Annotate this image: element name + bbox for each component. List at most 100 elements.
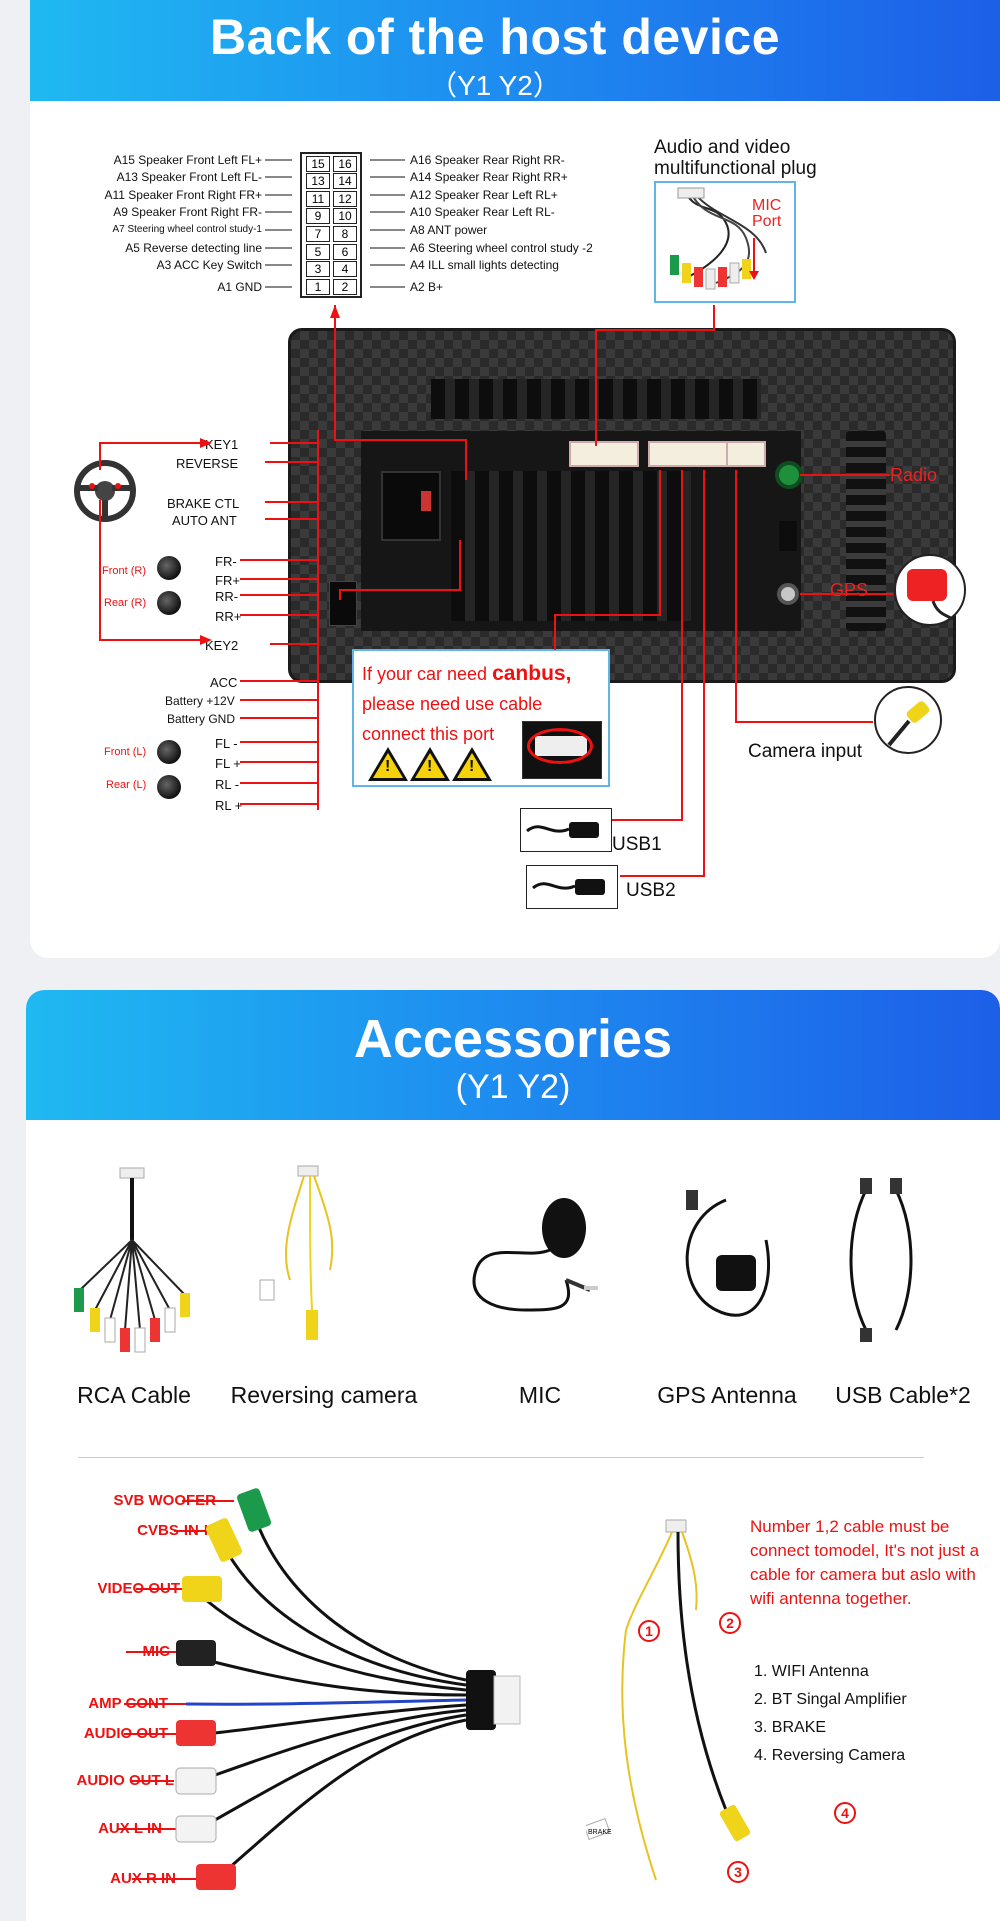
- label-rr-minus: RR-: [215, 589, 239, 604]
- pin-label-a15: A15 Speaker Front Left FL+: [113, 153, 262, 167]
- pin-13: 13: [306, 173, 330, 189]
- circle-number-3: 3: [727, 1861, 749, 1883]
- circle-number-2: 2: [719, 1612, 741, 1634]
- iso-port: [381, 471, 441, 541]
- pin-2: 2: [333, 279, 357, 295]
- usb1-photo: [520, 808, 612, 852]
- gps-antenna-icon: [894, 554, 966, 626]
- pin-label-a1: A1 GND: [217, 280, 262, 294]
- mic-icon: [472, 1198, 598, 1312]
- label-auto-ant: AUTO ANT: [172, 513, 237, 528]
- label-rear-l: Rear (L): [106, 779, 147, 791]
- accessory-rca-cable: RCA Cable: [77, 1382, 191, 1408]
- warning-icon-3: !: [452, 747, 492, 781]
- list-item: 3. BRAKE: [754, 1719, 827, 1736]
- pin-label-a7: A7 Steering wheel control study-1: [112, 224, 262, 235]
- speaker-rear-l-icon: [157, 775, 181, 799]
- pin-label-a6: A6 Steering wheel control study -2: [410, 241, 593, 255]
- pin-label-a12: A12 Speaker Rear Left RL+: [410, 188, 558, 202]
- label-front-r: Front (R): [102, 565, 146, 577]
- pin-10: 10: [333, 208, 357, 224]
- label-rr-plus: RR+: [215, 609, 242, 624]
- accessory-reversing-camera: Reversing camera: [230, 1382, 418, 1408]
- label-fr-minus: FR-: [215, 554, 237, 569]
- circle-number-4: 4: [834, 1802, 856, 1824]
- list-item: 1. WIFI Antenna: [754, 1663, 869, 1680]
- pin-label-a2: A2 B+: [410, 280, 444, 294]
- speaker-rear-r-icon: [157, 591, 181, 615]
- usb-cable-icon: [849, 1178, 913, 1342]
- warning-glyph-3: !: [469, 758, 475, 775]
- pin-9: 9: [306, 208, 330, 224]
- av-plug-title-line1: Audio and video: [654, 137, 791, 158]
- warning-glyph-1: !: [385, 758, 391, 775]
- camera-plug-icon: [874, 686, 942, 754]
- accessories-card: Accessories (Y1 Y2): [26, 990, 1000, 1921]
- warning-glyph-2: !: [427, 758, 433, 775]
- canbus-line1: If your car need canbus,: [362, 659, 600, 689]
- pin-label-a8: A8 ANT power: [410, 223, 488, 237]
- accessories-subtitle: (Y1 Y2): [455, 1068, 571, 1106]
- canbus-keyword: canbus,: [492, 662, 572, 685]
- right-rail: [846, 431, 886, 631]
- wiring-lines: [99, 159, 893, 877]
- pin-label-a14: A14 Speaker Rear Right RR+: [410, 170, 568, 184]
- speaker-front-r-icon: [157, 556, 181, 580]
- iso-port-latch: [421, 491, 431, 511]
- accessory-usb-cable: USB Cable*2: [835, 1382, 971, 1408]
- label-camera-input: Camera input: [748, 741, 863, 762]
- rca-cable-icon: [74, 1167, 190, 1353]
- label-radio: Radio: [890, 465, 938, 485]
- port-slot: [779, 521, 797, 551]
- warning-icon-2: !: [410, 747, 450, 781]
- pin-15: 15: [306, 156, 330, 172]
- unit-center-panel: [361, 431, 801, 631]
- pin-label-a9: A9 Speaker Front Right FR-: [113, 205, 262, 219]
- pin-5: 5: [306, 244, 330, 260]
- gps-antenna-accessory-icon: [685, 1190, 771, 1317]
- label-rl-minus: RL -: [215, 777, 240, 792]
- pin-16: 16: [333, 156, 357, 172]
- steering-wheel-icon: [74, 460, 136, 522]
- side-connector: [329, 581, 357, 626]
- av-plug-title-line2: multifunctional plug: [654, 158, 817, 179]
- label-front-l: Front (L): [104, 746, 147, 758]
- label-rl-plus: RL +: [215, 798, 243, 813]
- pin-label-a13: A13 Speaker Front Left FL-: [116, 170, 262, 184]
- pin-label-a16: A16 Speaker Rear Right RR-: [410, 153, 565, 167]
- av-port: [569, 441, 639, 467]
- pin-label-a4: A4 ILL small lights detecting: [410, 258, 559, 272]
- rca-cable-diagram: [118, 1488, 521, 1890]
- pin-11: 11: [306, 191, 330, 207]
- label-brake-ctl: BRAKE CTL: [167, 496, 240, 511]
- back-subtitle: （Y1 Y2）: [429, 70, 561, 101]
- circle-number-1: 1: [638, 1620, 660, 1642]
- usb2-photo: [526, 865, 618, 909]
- camera-cable-diagram: BRAKE: [586, 1519, 751, 1881]
- canbus-line1-text: If your car need: [362, 664, 493, 684]
- center-fins: [451, 471, 691, 621]
- label-usb1: USB1: [612, 834, 662, 855]
- rca-label-cvbs-in: CVBS-IN-I: [137, 1522, 208, 1539]
- pin-6: 6: [333, 244, 357, 260]
- canbus-line2: please need use cable: [362, 694, 543, 714]
- pin-label-a5: A5 Reverse detecting line: [125, 241, 262, 255]
- label-key2: KEY2: [205, 638, 239, 653]
- label-usb2: USB2: [626, 880, 676, 901]
- label-fl-minus: FL -: [215, 736, 238, 751]
- label-key1: KEY1: [205, 437, 239, 452]
- back-title: Back of the host device: [210, 9, 780, 65]
- camera-cable-note: Number 1,2 cable must be connect tomodel…: [750, 1517, 980, 1608]
- av-plug-title: Audio and video multifunctional plug: [654, 137, 817, 179]
- pin-1: 1: [306, 279, 330, 295]
- speaker-front-l-icon: [157, 740, 181, 764]
- label-reverse: REVERSE: [176, 456, 239, 471]
- accessories-title: Accessories: [353, 1009, 673, 1069]
- label-acc: ACC: [210, 675, 238, 690]
- camera-cable-list: 1. WIFI Antenna 2. BT Singal Amplifier 3…: [754, 1658, 907, 1770]
- rca-label-svb-woofer: SVB WOOFER: [113, 1492, 216, 1509]
- pin-3: 3: [306, 261, 330, 277]
- pin-label-a10: A10 Speaker Rear Left RL-: [410, 205, 555, 219]
- mic-port-line1: MIC: [752, 197, 782, 214]
